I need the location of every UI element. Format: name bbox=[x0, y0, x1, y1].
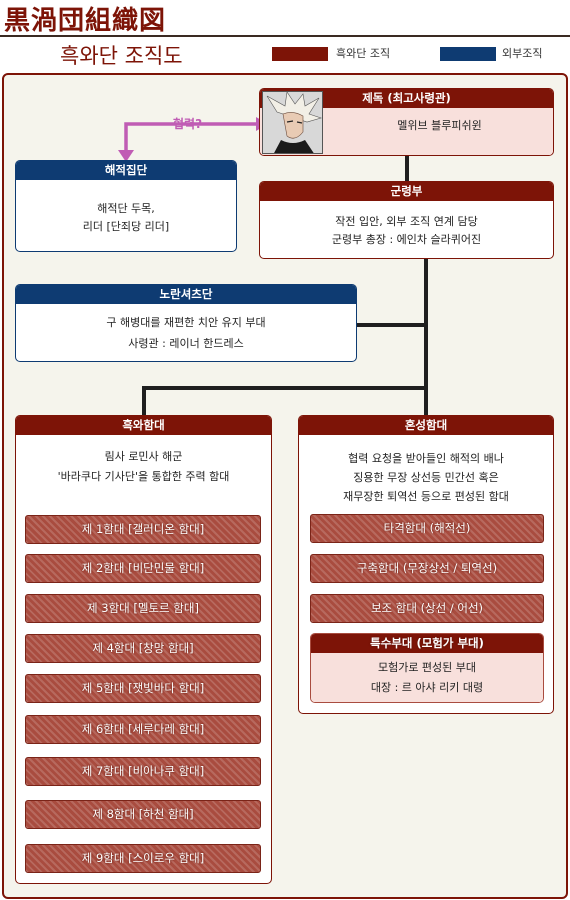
main-fleet-body: 림사 로민사 해군 '바라쿠다 기사단'을 통합한 주력 함대 bbox=[16, 435, 271, 487]
connector-coral-branch bbox=[357, 323, 427, 327]
mixed-fleet-title: 혼성함대 bbox=[299, 416, 553, 435]
fleet-unit-4: 제 4함대 [창망 함대] bbox=[25, 634, 261, 663]
mixed-fleet-line-3: 재무장한 퇴역선 등으로 편성된 함대 bbox=[343, 490, 509, 503]
legend-label-external: 외부조직 bbox=[502, 47, 543, 60]
legend-label-internal: 흑와단 조직 bbox=[336, 47, 391, 60]
legend-swatch-external bbox=[440, 47, 496, 61]
mixed-fleet-line-1: 협력 요청을 받아들인 해적의 배나 bbox=[348, 452, 504, 465]
connector-leader-command bbox=[405, 156, 409, 182]
coral-box: 노란셔츠단 구 해병대를 재편한 치안 유지 부대 사령관 : 레이너 한드레스 bbox=[15, 284, 357, 362]
mixed-unit-2: 구축함대 (무장상선 / 퇴역선) bbox=[310, 554, 544, 583]
coral-line-1: 구 해병대를 재편한 치안 유지 부대 bbox=[106, 316, 266, 329]
mixed-fleet-body: 협력 요청을 받아들인 해적의 배나 징용한 무장 상선등 민간선 혹은 재무장… bbox=[299, 435, 553, 506]
main-fleet-title: 흑와함대 bbox=[16, 416, 271, 435]
diagram-subtitle: 흑와단 조직도 bbox=[60, 44, 183, 68]
command-title: 군령부 bbox=[260, 182, 553, 201]
main-fleet-line-2: '바라쿠다 기사단'을 통합한 주력 함대 bbox=[57, 470, 230, 483]
cooperation-label: 협력? bbox=[173, 117, 203, 131]
fleet-unit-1: 제 1함대 [갤러디온 함대] bbox=[25, 515, 261, 544]
coral-body: 구 해병대를 재편한 치안 유지 부대 사령관 : 레이너 한드레스 bbox=[16, 304, 356, 354]
leader-box: 제독 (최고사령관) 멜위브 블루피쉬윈 bbox=[259, 88, 554, 156]
fleet-unit-3: 제 3함대 [멜토르 함대] bbox=[25, 594, 261, 623]
special-unit-body: 모험가로 편성된 부대 대장 : 르 아샤 리키 대령 bbox=[311, 653, 543, 702]
fleet-unit-6: 제 6함대 [세루다레 함대] bbox=[25, 715, 261, 744]
title-divider bbox=[0, 35, 570, 37]
coral-title: 노란셔츠단 bbox=[16, 285, 356, 304]
pirates-line-2: 리더 [단죄당 리더] bbox=[82, 220, 170, 233]
command-line-2: 군령부 총장 : 에인차 슬라퀴어진 bbox=[331, 233, 482, 246]
fleet-unit-8: 제 8함대 [하천 함대] bbox=[25, 800, 261, 829]
fleet-unit-5: 제 5함대 [잿빛바다 함대] bbox=[25, 674, 261, 703]
command-line-1: 작전 입안, 외부 조직 연계 담당 bbox=[335, 215, 478, 228]
connector-main-fleet bbox=[142, 386, 146, 415]
fleet-unit-2: 제 2함대 [비단민물 함대] bbox=[25, 554, 261, 583]
special-unit-title: 특수부대 (모험가 부대) bbox=[311, 634, 543, 653]
pirates-body: 해적단 두목, 리더 [단죄당 리더] bbox=[16, 180, 236, 236]
legend-swatch-internal bbox=[272, 47, 328, 61]
leader-title: 제독 (최고사령관) bbox=[260, 89, 553, 108]
pirates-title: 해적집단 bbox=[16, 161, 236, 180]
page-title: 黒渦団組織図 bbox=[4, 6, 167, 36]
fleet-unit-9: 제 9함대 [스이로우 함대] bbox=[25, 844, 261, 873]
special-unit-line-2: 대장 : 르 아샤 리키 대령 bbox=[370, 681, 484, 694]
command-box: 군령부 작전 입안, 외부 조직 연계 담당 군령부 총장 : 에인차 슬라퀴어… bbox=[259, 181, 554, 259]
pirates-line-1: 해적단 두목, bbox=[97, 202, 155, 215]
coral-line-2: 사령관 : 레이너 한드레스 bbox=[128, 337, 244, 350]
main-fleet-line-1: 림사 로민사 해군 bbox=[104, 450, 183, 463]
fleet-unit-7: 제 7함대 [비아나쿠 함대] bbox=[25, 757, 261, 786]
connector-fleet-bar bbox=[142, 386, 428, 390]
mixed-fleet-line-2: 징용한 무장 상선등 민간선 혹은 bbox=[353, 471, 499, 484]
command-body: 작전 입안, 외부 조직 연계 담당 군령부 총장 : 에인차 슬라퀴어진 bbox=[260, 201, 553, 249]
special-unit-line-1: 모험가로 편성된 부대 bbox=[377, 661, 477, 674]
connector-command-trunk bbox=[424, 259, 428, 415]
mixed-unit-3: 보조 함대 (상선 / 어선) bbox=[310, 594, 544, 623]
mixed-unit-1: 타격함대 (해적선) bbox=[310, 514, 544, 543]
admiral-portrait bbox=[262, 91, 323, 154]
special-unit-box: 특수부대 (모험가 부대) 모험가로 편성된 부대 대장 : 르 아샤 리키 대… bbox=[310, 633, 544, 703]
pirates-box: 해적집단 해적단 두목, 리더 [단죄당 리더] bbox=[15, 160, 237, 252]
